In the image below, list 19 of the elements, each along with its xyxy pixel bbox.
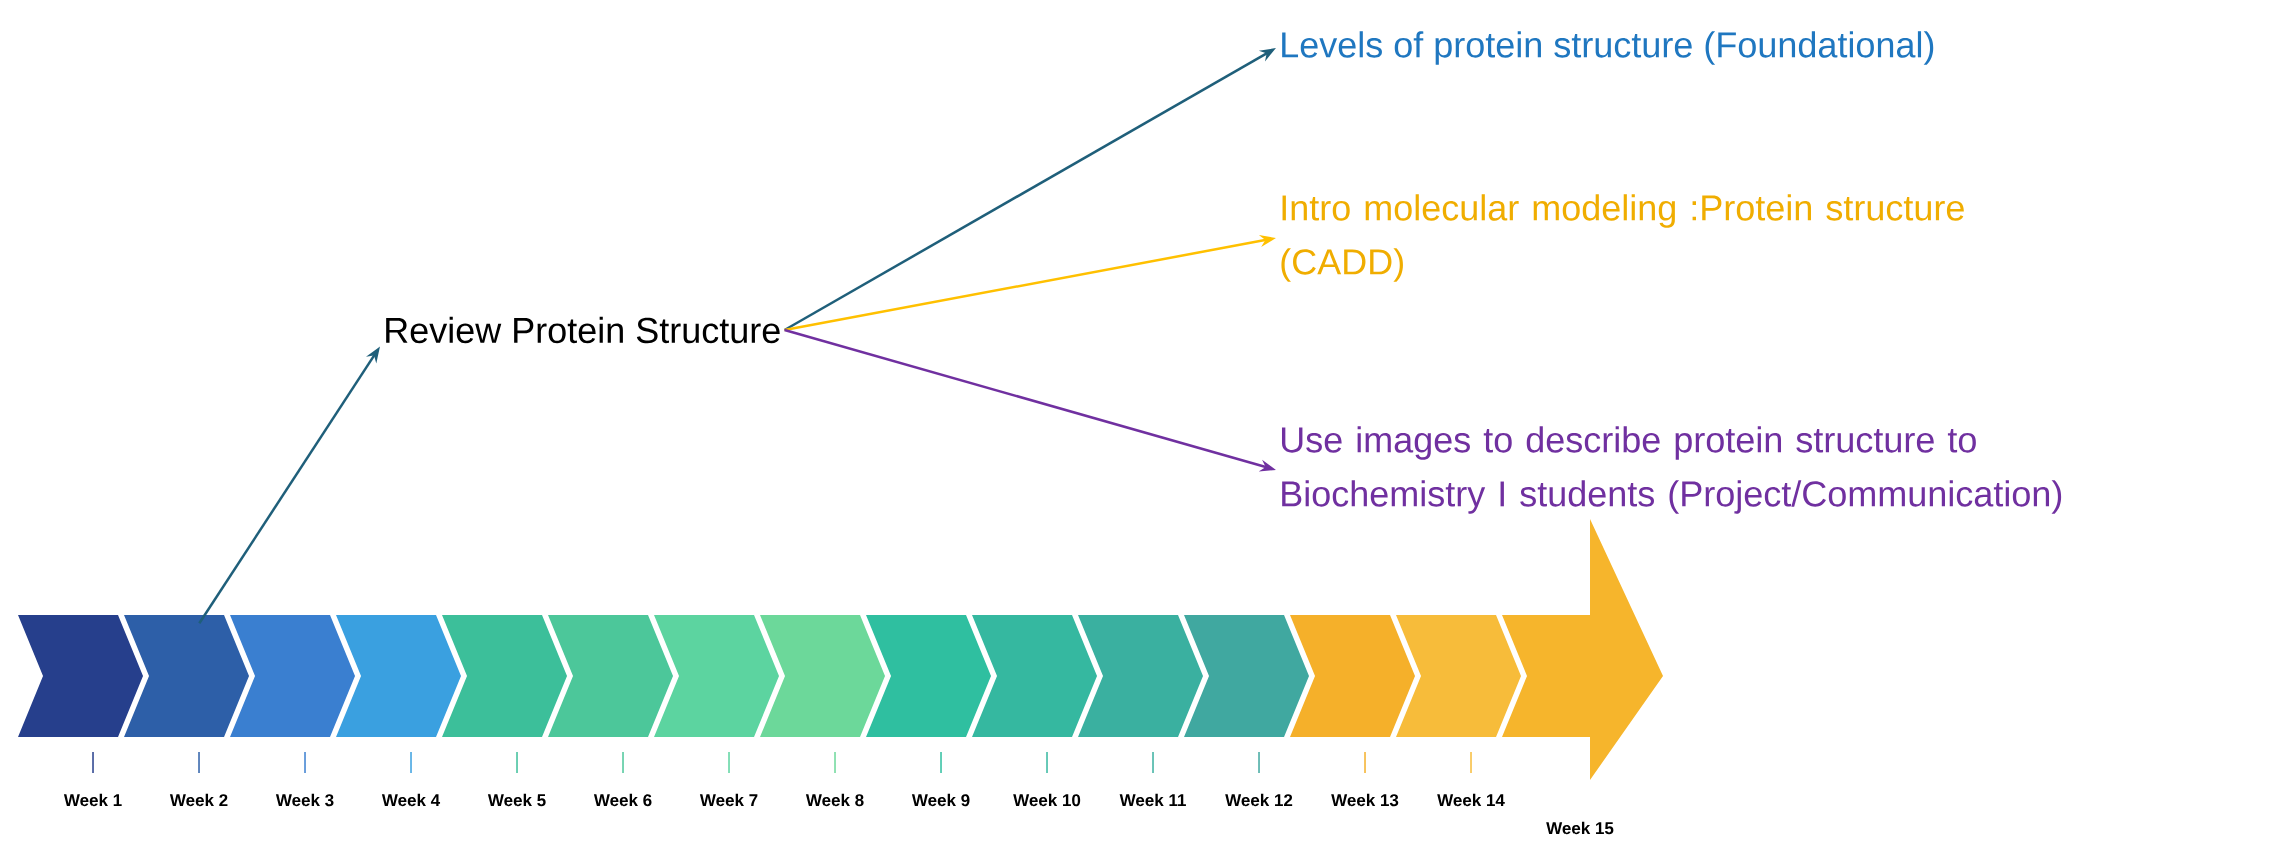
week-label: Week 14 <box>1437 793 1505 807</box>
week-label: Week 9 <box>911 793 970 807</box>
week-label: Week 15 <box>1546 821 1614 835</box>
week-label: Week 10 <box>1013 793 1081 807</box>
week-label: Week 2 <box>169 793 228 807</box>
week-label: Week 7 <box>699 793 758 807</box>
week-label: Week 5 <box>487 793 546 807</box>
week-label: Week 3 <box>275 793 334 807</box>
week-label: Week 8 <box>805 793 864 807</box>
week-label: Week 12 <box>1225 793 1293 807</box>
week-label: Week 11 <box>1119 793 1186 807</box>
week-label: Week 4 <box>381 793 441 807</box>
week-label: Week 13 <box>1331 793 1399 807</box>
week-label: Week 6 <box>593 793 652 807</box>
topic-text: Review Protein Structure <box>386 316 780 344</box>
heading-text: Levels of protein structure (Foundational) <box>1282 31 1934 65</box>
heading-text: Use images to describe protein structure to Biochemistry I students (Project/Communication) <box>1282 426 2062 514</box>
heading-text: Intro molecular modeling :Protein structure (CADD) <box>1281 194 1964 282</box>
week-label: Week 1 <box>63 793 122 807</box>
